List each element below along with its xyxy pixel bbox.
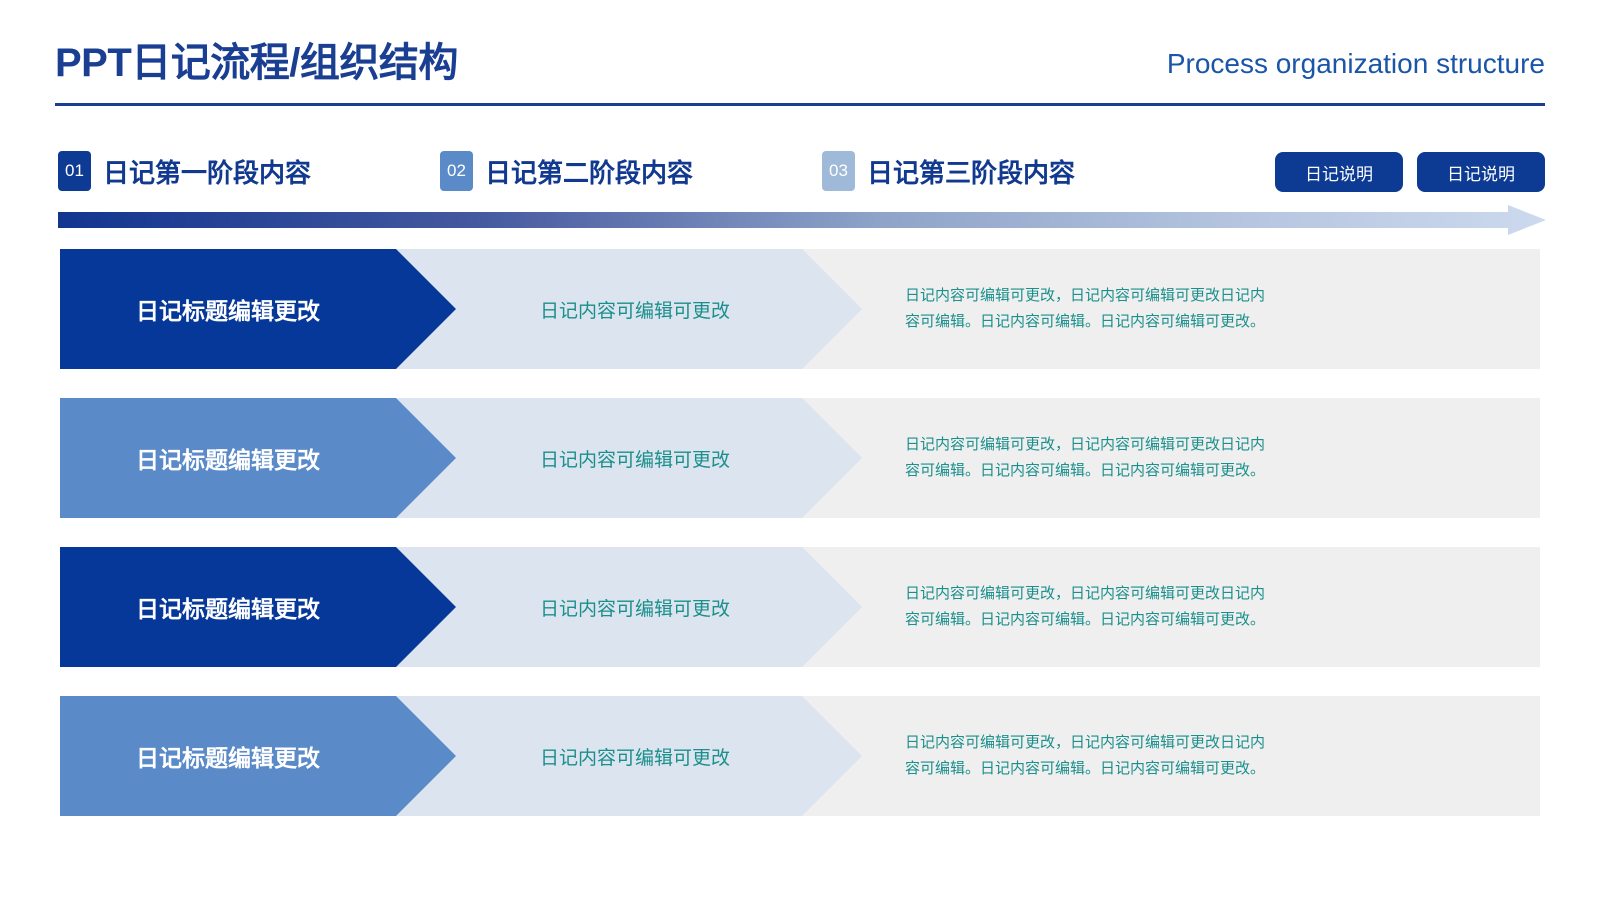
row-1-title: 日记标题编辑更改	[136, 298, 320, 324]
row-2-summary: 日记内容可编辑可更改	[539, 449, 730, 471]
header-subtitle: Process organization structure	[1166, 48, 1545, 79]
page-title: PPT日记流程/组织结构	[55, 41, 458, 85]
note-button-2[interactable]: 日记说明	[1417, 152, 1545, 192]
header-divider	[55, 103, 1545, 106]
row-4-title-chevron	[60, 696, 456, 816]
stage-label-01: 日记第一阶段内容	[103, 157, 312, 188]
table-row[interactable]: 日记标题编辑更改 日记内容可编辑可更改 日记内容可编辑可更改，日记内容可编辑可更…	[60, 398, 1540, 518]
note-button-1[interactable]: 日记说明	[1275, 152, 1403, 192]
row-4-detail: 日记内容可编辑可更改，日记内容可编辑可更改日记内 容可编辑。日记内容可编辑。日记…	[905, 696, 1495, 816]
table-row[interactable]: 日记标题编辑更改 日记内容可编辑可更改 日记内容可编辑可更改，日记内容可编辑可更…	[60, 249, 1540, 369]
row-2-detail-line2: 容可编辑。日记内容可编辑。日记内容可编辑可更改。	[905, 462, 1266, 479]
stage-number-badge-01: 01	[58, 151, 91, 191]
row-3-detail-line1: 日记内容可编辑可更改，日记内容可编辑可更改日记内	[905, 585, 1266, 602]
table-row[interactable]: 日记标题编辑更改 日记内容可编辑可更改 日记内容可编辑可更改，日记内容可编辑可更…	[60, 696, 1540, 816]
stage-item-01[interactable]: 01 日记第一阶段内容	[58, 148, 311, 194]
progress-arrow	[58, 205, 1546, 235]
row-4-detail-line1: 日记内容可编辑可更改，日记内容可编辑可更改日记内	[905, 734, 1266, 751]
row-3-detail: 日记内容可编辑可更改，日记内容可编辑可更改日记内 容可编辑。日记内容可编辑。日记…	[905, 547, 1495, 667]
row-1-detail-line2: 容可编辑。日记内容可编辑。日记内容可编辑可更改。	[905, 313, 1266, 330]
row-4-detail-line2: 容可编辑。日记内容可编辑。日记内容可编辑可更改。	[905, 760, 1266, 777]
table-row[interactable]: 日记标题编辑更改 日记内容可编辑可更改 日记内容可编辑可更改，日记内容可编辑可更…	[60, 547, 1540, 667]
stage-label-row: 01 日记第一阶段内容 02 日记第二阶段内容 03 日记第三阶段内容	[0, 148, 1600, 196]
slide-header: PPT日记流程/组织结构 Process organization struct…	[0, 0, 1600, 110]
process-rows: 日记标题编辑更改 日记内容可编辑可更改 日记内容可编辑可更改，日记内容可编辑可更…	[60, 249, 1540, 816]
stage-label-02: 日记第二阶段内容	[485, 157, 694, 188]
row-2-title-chevron	[60, 398, 456, 518]
stage-label-03: 日记第三阶段内容	[867, 157, 1076, 188]
row-1-detail: 日记内容可编辑可更改，日记内容可编辑可更改日记内 容可编辑。日记内容可编辑。日记…	[905, 249, 1495, 369]
row-4-title: 日记标题编辑更改	[136, 745, 320, 771]
row-3-detail-line2: 容可编辑。日记内容可编辑。日记内容可编辑可更改。	[905, 611, 1266, 628]
stage-item-02[interactable]: 02 日记第二阶段内容	[440, 148, 693, 194]
row-2-title: 日记标题编辑更改	[136, 447, 320, 473]
stage-number-badge-03: 03	[822, 151, 855, 191]
row-2-detail-line1: 日记内容可编辑可更改，日记内容可编辑可更改日记内	[905, 436, 1266, 453]
row-1-detail-line1: 日记内容可编辑可更改，日记内容可编辑可更改日记内	[905, 287, 1266, 304]
row-3-title: 日记标题编辑更改	[136, 596, 320, 622]
row-3-title-chevron	[60, 547, 456, 667]
row-1-title-chevron	[60, 249, 456, 369]
stage-number-badge-02: 02	[440, 151, 473, 191]
row-3-summary: 日记内容可编辑可更改	[539, 598, 730, 620]
row-2-detail: 日记内容可编辑可更改，日记内容可编辑可更改日记内 容可编辑。日记内容可编辑。日记…	[905, 398, 1495, 518]
row-1-summary: 日记内容可编辑可更改	[539, 300, 730, 322]
row-4-summary: 日记内容可编辑可更改	[539, 747, 730, 769]
note-button-group: 日记说明 日记说明	[1275, 152, 1545, 192]
stage-item-03[interactable]: 03 日记第三阶段内容	[822, 148, 1075, 194]
